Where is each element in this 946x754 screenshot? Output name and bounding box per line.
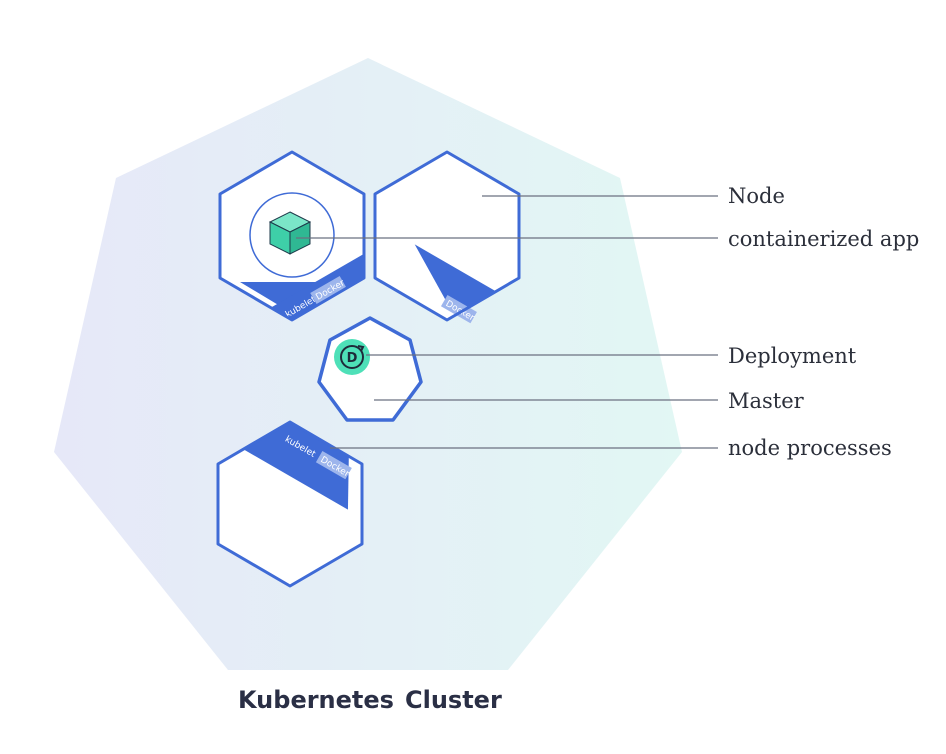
label-node: Node (728, 184, 785, 208)
cluster-title-part1: Kubernetes (238, 686, 394, 714)
cube-icon (268, 211, 312, 255)
label-master: Master (728, 389, 805, 413)
master: D (317, 316, 423, 422)
label-node-processes: node processes (728, 436, 892, 460)
deployment-icon: D (334, 339, 370, 375)
label-containerized-app: containerized app (728, 227, 919, 251)
label-deployment: Deployment (728, 344, 857, 368)
deployment-letter: D (347, 351, 358, 366)
cluster-title-part2: Cluster (405, 686, 502, 714)
node-2: kubelet Docker (373, 150, 521, 324)
node-3: kubelet Docker (216, 420, 364, 588)
